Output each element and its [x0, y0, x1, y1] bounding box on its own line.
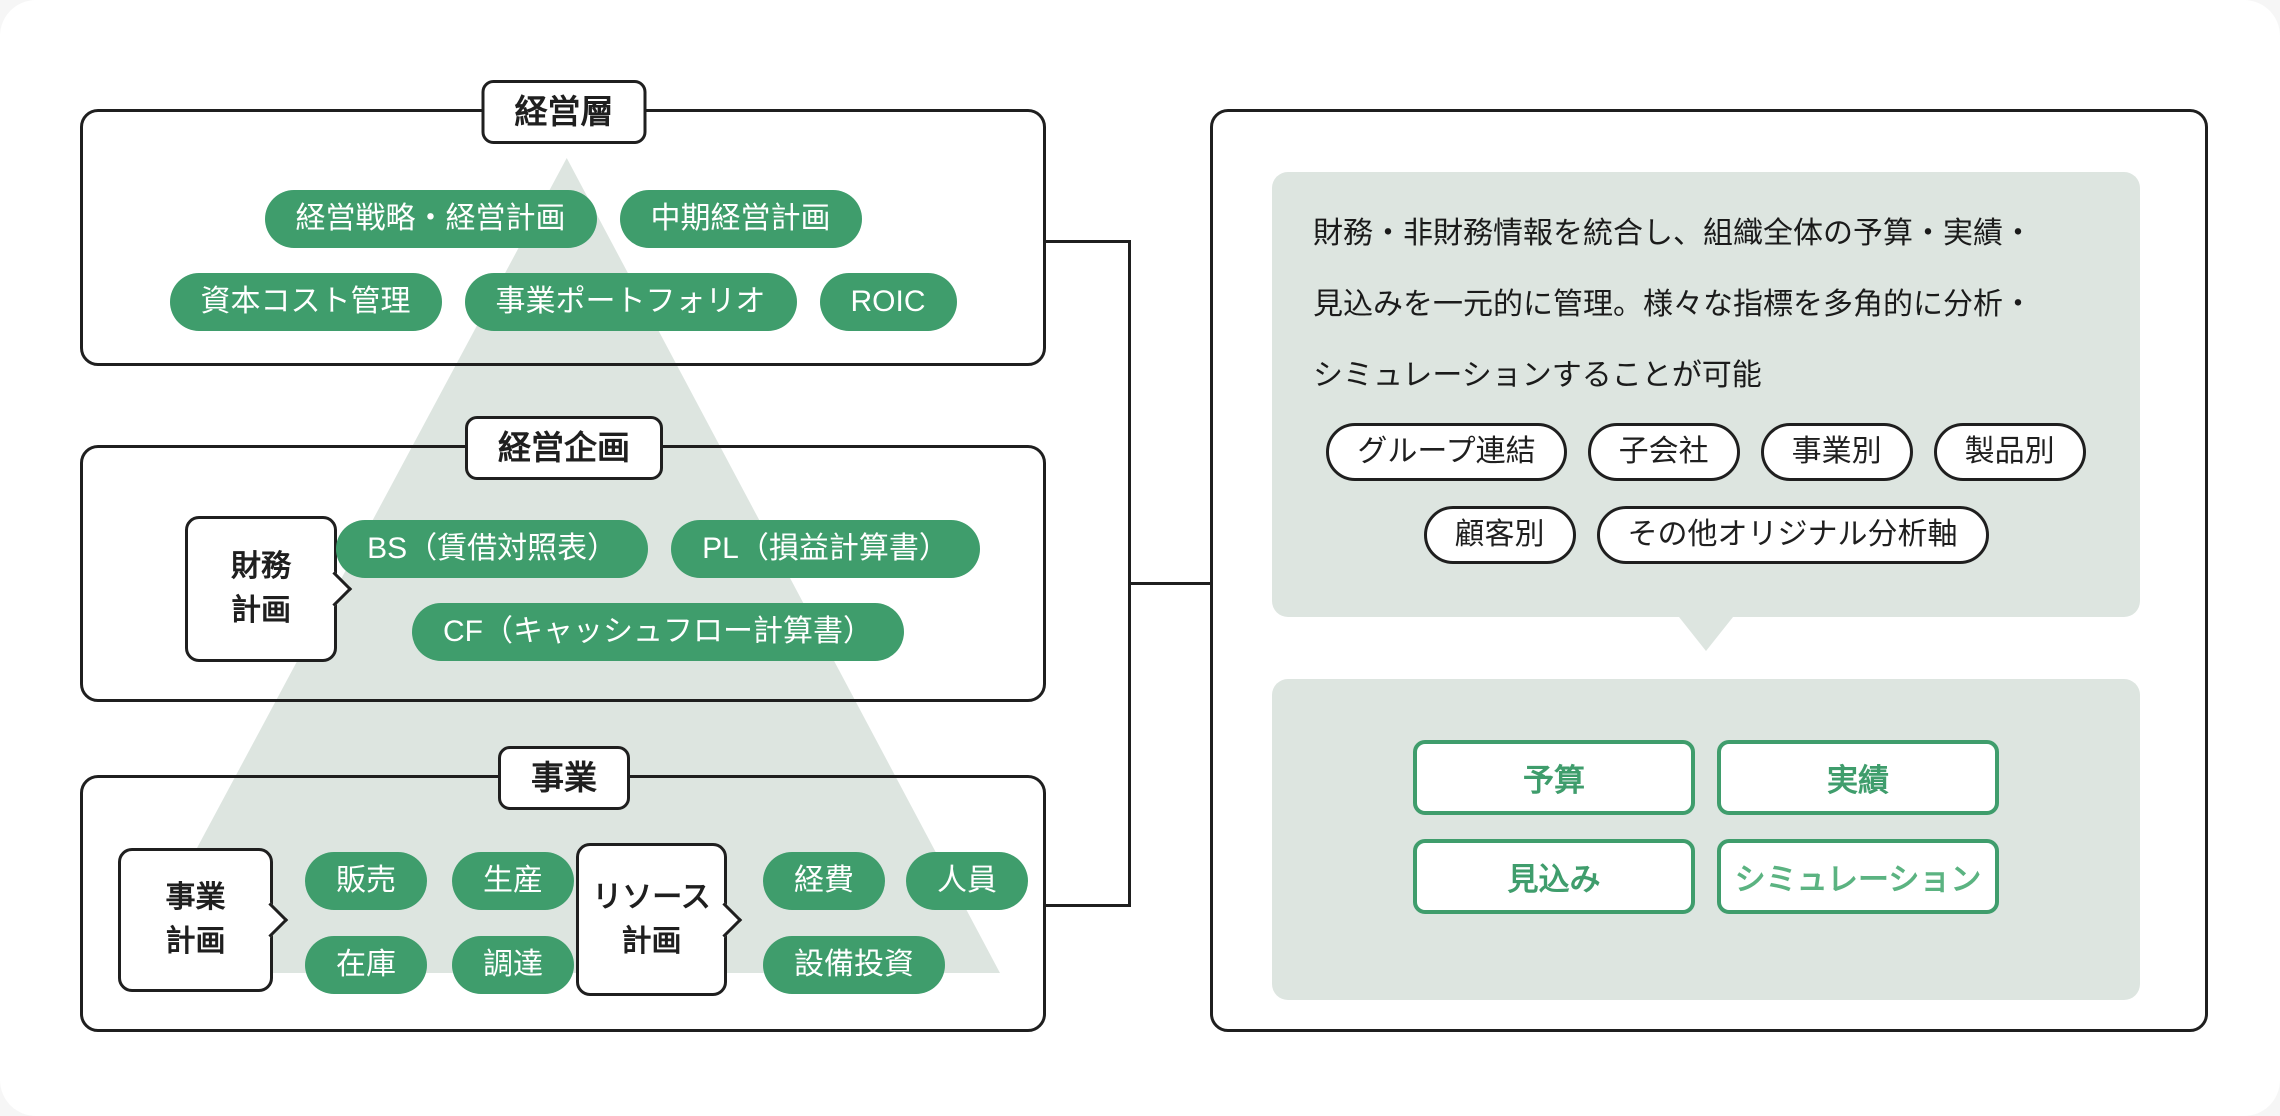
pill-capital-cost: 資本コスト管理 [169, 273, 442, 331]
pill-expenses: 経費 [763, 852, 885, 910]
flow-arrow-down-icon [1679, 617, 1733, 651]
pill-cf: CF（キャッシュフロー計算書） [412, 603, 904, 661]
pill-business-portfolio: 事業ポートフォリオ [464, 273, 797, 331]
button-budget: 予算 [1413, 740, 1695, 815]
bubble-business-plan: 事業 計画 [118, 848, 289, 992]
bubble-financial-plan: 財務 計画 [185, 516, 353, 662]
button-simulation: シミュレーション [1717, 839, 1999, 914]
tab-corporate-planning: 経営企画 [465, 416, 663, 480]
pill-management-strategy: 経営戦略・経営計画 [264, 190, 597, 248]
pill-personnel: 人員 [906, 852, 1028, 910]
bubble-resource-plan: リソース 計画 [576, 843, 743, 996]
description-line-3: シミュレーションすることが可能 [1313, 359, 1762, 392]
bubble-financial-plan-line2: 計画 [231, 594, 291, 627]
connector-vertical-line [1128, 240, 1131, 907]
button-forecast: 見込み [1413, 839, 1695, 914]
bubble-financial-plan-line1: 財務 [231, 550, 291, 583]
data-types-panel [1272, 679, 2140, 1000]
bubble-business-plan-line2: 計画 [165, 925, 226, 958]
connector-to-panel-line [1130, 582, 1212, 585]
description-line-1: 財務・非財務情報を統合し、組織全体の予算・実績・ [1313, 217, 2033, 250]
connector-top-line [1044, 240, 1130, 243]
axis-pill-subsidiary: 子会社 [1587, 423, 1740, 481]
pill-inventory: 在庫 [305, 936, 427, 994]
bubble-resource-plan-line2: 計画 [621, 924, 682, 958]
pill-roic: ROIC [819, 273, 957, 331]
pill-capex: 設備投資 [763, 936, 945, 994]
axis-pill-by-business: 事業別 [1760, 423, 1913, 481]
axis-pill-group-consolidated: グループ連結 [1326, 423, 1567, 481]
pill-bs: BS（賃借対照表） [336, 520, 649, 578]
bubble-resource-plan-line1: リソース [592, 880, 711, 914]
description-line-2: 見込みを一元的に管理。様々な指標を多角的に分析・ [1313, 288, 2033, 321]
bubble-business-plan-line1: 事業 [165, 881, 226, 914]
description-text: 財務・非財務情報を統合し、組織全体の予算・実績・ 見込みを一元的に管理。様々な指… [1313, 198, 2033, 411]
tab-business: 事業 [498, 746, 630, 810]
axis-pill-by-customer: 顧客別 [1423, 506, 1576, 564]
pill-pl: PL（損益計算書） [671, 520, 980, 578]
axis-pill-original: その他オリジナル分析軸 [1596, 506, 1989, 564]
button-actual: 実績 [1717, 740, 1999, 815]
axis-pill-by-product: 製品別 [1933, 423, 2086, 481]
pill-procurement: 調達 [452, 936, 574, 994]
pill-sales: 販売 [305, 852, 427, 910]
connector-bottom-line [1044, 904, 1130, 907]
pill-production: 生産 [452, 852, 574, 910]
pill-midterm-plan: 中期経営計画 [619, 190, 862, 248]
tab-management-layer: 経営層 [481, 80, 647, 144]
